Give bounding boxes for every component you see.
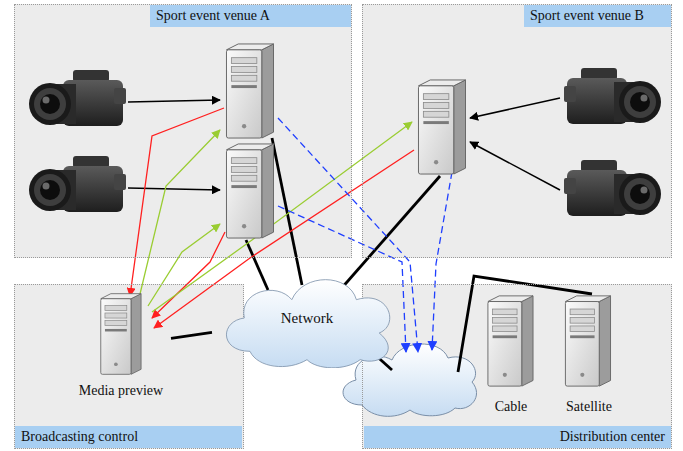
region-panel: Broadcasting control Media preview	[14, 284, 244, 449]
server	[101, 294, 141, 375]
region-ground	[362, 4, 672, 258]
preview-arrow	[130, 108, 224, 296]
region-panel: Sport event venue B	[362, 4, 672, 258]
distribution-arrow	[432, 172, 452, 350]
region-label: Broadcasting control	[15, 426, 242, 448]
camera	[29, 156, 126, 212]
server	[565, 296, 610, 386]
region-ground	[14, 4, 352, 258]
server-node: Cable	[481, 289, 541, 417]
feed-arrow	[128, 100, 220, 102]
camera	[564, 160, 661, 216]
mirrored-cameras	[564, 68, 661, 216]
feed-arrow	[470, 98, 560, 118]
region-panel: Sport event venue A	[14, 4, 352, 258]
region-label-bar: Broadcasting control	[15, 426, 242, 448]
network-link	[272, 138, 302, 285]
region-ground	[14, 284, 244, 449]
preview-arrow	[152, 232, 225, 318]
network-link	[246, 240, 268, 290]
region-label-bar: Sport event venue B	[524, 5, 671, 27]
region-label-bar: Distribution center	[364, 426, 671, 448]
server-label: Satellite	[566, 399, 612, 417]
cloud-shape	[226, 280, 389, 368]
region-grounds	[14, 4, 672, 449]
camera	[29, 70, 126, 126]
region-label: Sport event venue B	[524, 5, 671, 27]
region-label-bar: Sport event venue A	[150, 5, 351, 27]
server-node: Media preview	[71, 291, 171, 401]
server-label: Media preview	[79, 383, 163, 401]
network-cloud: Network	[212, 268, 402, 368]
region-panel: Distribution center Cable Satellite	[362, 284, 672, 449]
server-label: Cable	[495, 399, 528, 417]
server	[226, 144, 273, 238]
server	[226, 44, 273, 138]
network-link	[340, 176, 440, 290]
network-link	[171, 332, 212, 338]
server	[418, 80, 465, 174]
feed-arrow	[128, 188, 220, 190]
control-arrow	[140, 130, 220, 294]
camera	[564, 68, 661, 124]
cloud-label: Network	[281, 310, 334, 327]
feed-arrow	[470, 142, 560, 190]
camera-feeds	[128, 98, 560, 190]
server-node: Satellite	[551, 289, 627, 417]
region-label: Distribution center	[364, 426, 671, 448]
server	[488, 296, 533, 386]
region-label: Sport event venue A	[150, 5, 351, 27]
control-arrow	[148, 224, 220, 306]
